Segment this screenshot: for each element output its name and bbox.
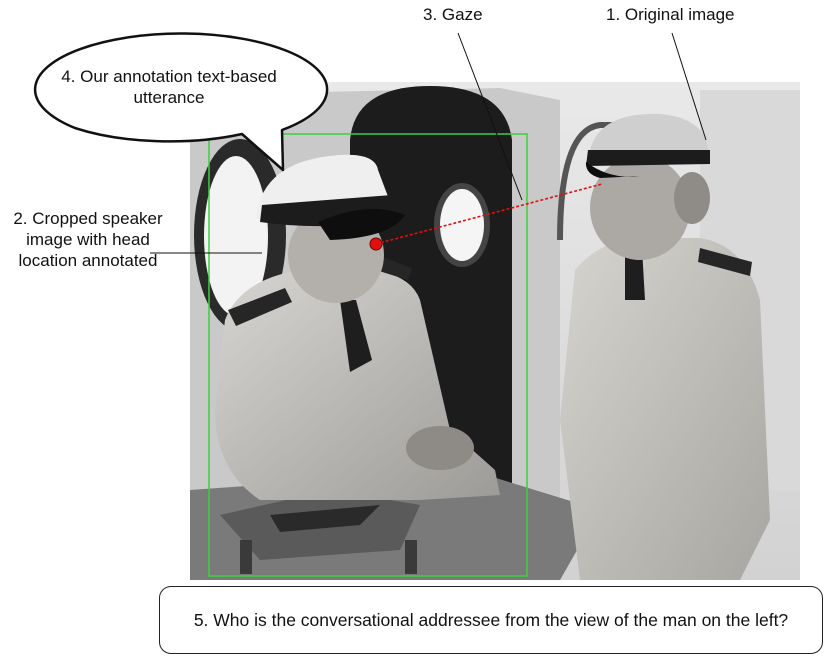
railing-pipe xyxy=(557,122,640,241)
label-cropped-speaker: 2. Cropped speaker image with head locat… xyxy=(13,209,163,270)
addressee-body xyxy=(560,238,770,580)
label-original-image: 1. Original image xyxy=(606,5,735,24)
head-location-point xyxy=(369,237,383,251)
label-annotation-utterance: 4. Our annotation text-based utterance xyxy=(61,67,277,107)
speech-bubble xyxy=(33,32,329,172)
pointer-original-image xyxy=(671,32,707,141)
addressee-tie xyxy=(625,248,645,300)
speaker-tie xyxy=(340,300,372,372)
speaker-hands xyxy=(406,426,474,470)
addressee-man xyxy=(560,113,770,580)
question-box: 5. Who is the conversational addressee f… xyxy=(159,586,823,654)
original-photo xyxy=(190,82,800,580)
gaze-line xyxy=(375,183,603,245)
addressee-cap-crown xyxy=(590,113,708,150)
speaker-crop-box xyxy=(208,133,528,577)
addressee-shoulderboard xyxy=(698,248,752,276)
speaker-shoulderboard-left xyxy=(228,288,292,326)
question-text: 5. Who is the conversational addressee f… xyxy=(193,609,789,630)
addressee-cap-visor xyxy=(585,162,640,178)
speaker-cap-visor xyxy=(318,208,405,240)
speaker-man xyxy=(215,154,500,500)
addressee-face xyxy=(590,156,690,260)
addressee-cap-band xyxy=(586,150,710,166)
label-gaze: 3. Gaze xyxy=(423,5,483,24)
porthole-door xyxy=(434,183,490,267)
background-man-head xyxy=(674,172,710,224)
pointer-gaze xyxy=(457,32,523,201)
speaker-shoulderboard-right xyxy=(376,256,412,280)
